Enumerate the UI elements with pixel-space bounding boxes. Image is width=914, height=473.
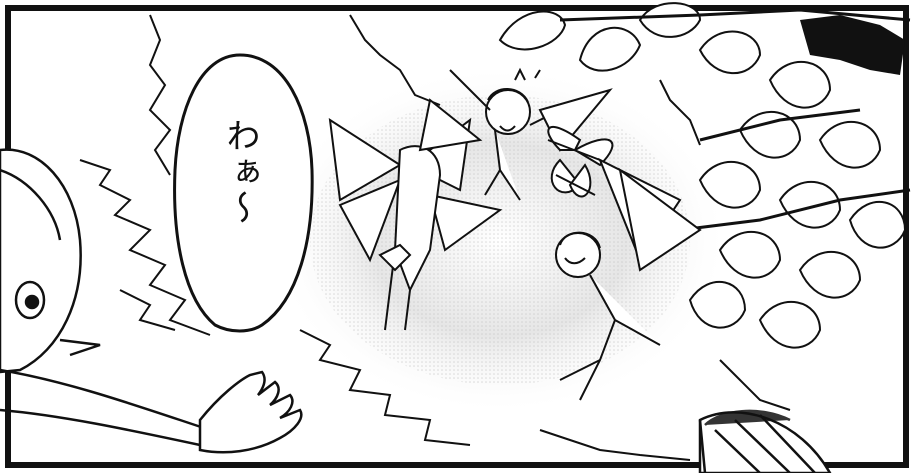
butterfly-middle <box>547 125 614 198</box>
speech-bubble-text: わぁ〜 <box>220 118 260 226</box>
butterfly-bottom <box>698 409 832 473</box>
fairy-long-hair <box>328 117 503 331</box>
leaves-cluster <box>498 2 907 349</box>
dark-foliage <box>800 15 905 75</box>
outstretched-hand <box>198 370 303 454</box>
branches <box>559 8 911 232</box>
fairy-flying <box>555 157 702 401</box>
speech-bubble <box>173 53 314 333</box>
foliage-outline <box>79 14 791 461</box>
left-character <box>0 148 241 447</box>
